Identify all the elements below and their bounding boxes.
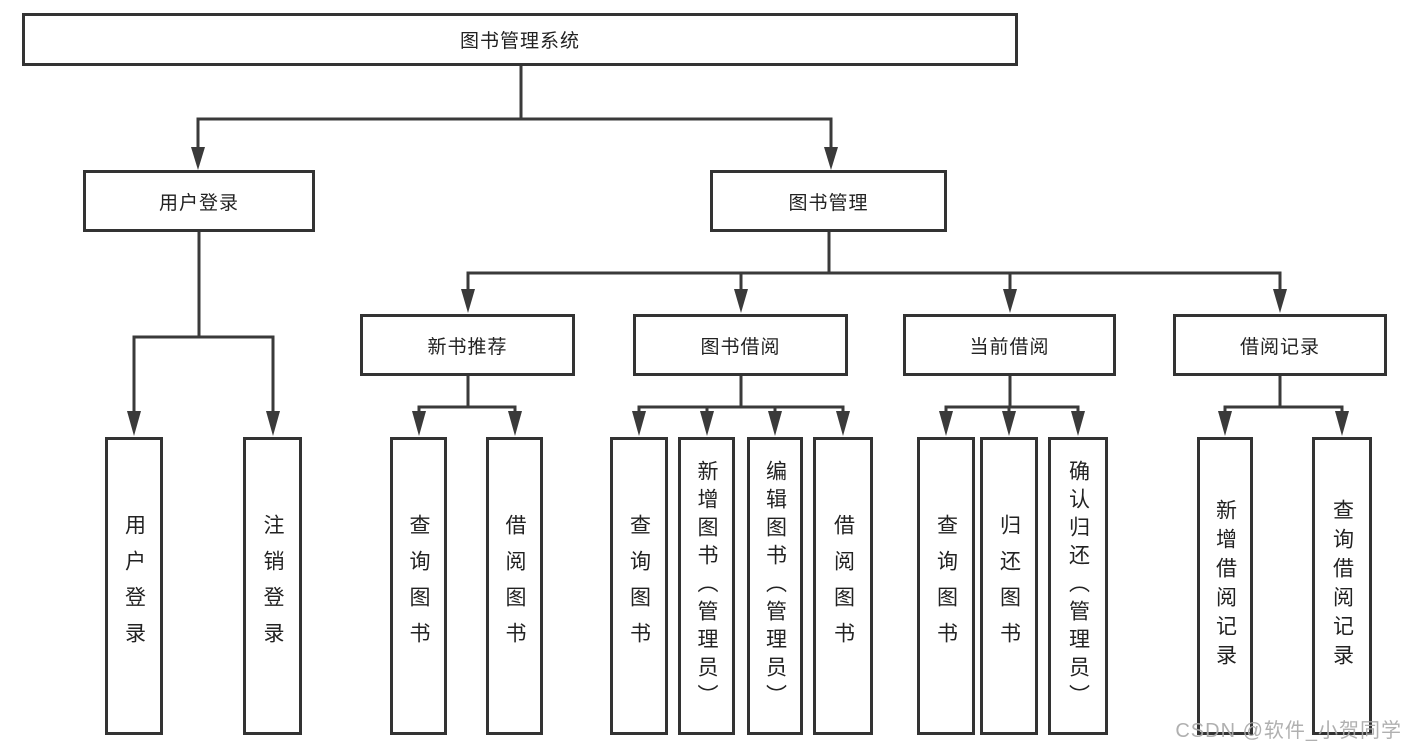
node-leaf-query-books-3-label: 查询图书 xyxy=(934,514,958,658)
node-leaf-borrow-books-1-label: 借阅图书 xyxy=(503,514,526,658)
node-leaf-user-login: 用户登录 xyxy=(105,437,163,735)
node-current-borrow-label: 当前借阅 xyxy=(969,336,1050,358)
node-leaf-logout-label: 注销登录 xyxy=(261,514,284,658)
node-leaf-edit-books-admin: 编辑图书（管理员） xyxy=(747,437,803,735)
node-leaf-borrow-books-2: 借阅图书 xyxy=(813,437,873,735)
node-leaf-add-borrow-record-label: 新增借阅记录 xyxy=(1213,499,1237,673)
node-root: 图书管理系统 xyxy=(22,13,1018,66)
node-leaf-borrow-books-2-label: 借阅图书 xyxy=(831,514,855,658)
node-root-label: 图书管理系统 xyxy=(459,31,580,52)
node-new-book-recommend: 新书推荐 xyxy=(360,314,575,376)
node-leaf-return-books-label: 归还图书 xyxy=(997,514,1021,658)
node-leaf-borrow-books-1: 借阅图书 xyxy=(486,437,543,735)
connector-newrec-to-leaves xyxy=(417,376,517,412)
node-leaf-add-borrow-record: 新增借阅记录 xyxy=(1197,437,1253,735)
node-user-login-label: 用户登录 xyxy=(158,192,239,214)
node-leaf-user-login-label: 用户登录 xyxy=(122,514,146,658)
node-book-borrow-label: 图书借阅 xyxy=(700,336,781,358)
connector-bookmgmt-to-level3 xyxy=(466,232,1282,291)
node-book-management: 图书管理 xyxy=(710,170,947,232)
node-leaf-query-books-2: 查询图书 xyxy=(610,437,668,735)
node-user-login: 用户登录 xyxy=(83,170,315,232)
node-leaf-add-books-admin: 新增图书（管理员） xyxy=(678,437,735,735)
node-leaf-return-books: 归还图书 xyxy=(980,437,1038,735)
node-leaf-query-borrow-record: 查询借阅记录 xyxy=(1312,437,1372,735)
connector-userlogin-to-leaves xyxy=(132,232,275,412)
node-leaf-edit-books-admin-label: 编辑图书（管理员） xyxy=(763,460,787,712)
connector-current-to-leaves xyxy=(944,376,1080,412)
node-leaf-confirm-return-admin: 确认归还（管理员） xyxy=(1048,437,1108,735)
node-leaf-query-books-1-label: 查询图书 xyxy=(407,514,430,658)
node-leaf-add-books-admin-label: 新增图书（管理员） xyxy=(695,460,718,712)
node-leaf-query-books-3: 查询图书 xyxy=(917,437,975,735)
node-leaf-query-books-1: 查询图书 xyxy=(390,437,447,735)
node-leaf-logout: 注销登录 xyxy=(243,437,302,735)
node-current-borrow: 当前借阅 xyxy=(903,314,1116,376)
node-leaf-query-borrow-record-label: 查询借阅记录 xyxy=(1330,499,1354,673)
node-leaf-query-books-2-label: 查询图书 xyxy=(627,514,651,658)
node-borrow-records: 借阅记录 xyxy=(1173,314,1387,376)
node-leaf-confirm-return-admin-label: 确认归还（管理员） xyxy=(1066,460,1090,712)
node-new-book-recommend-label: 新书推荐 xyxy=(427,336,508,358)
node-book-borrow: 图书借阅 xyxy=(633,314,848,376)
connector-borrow-to-leaves xyxy=(637,376,845,412)
node-borrow-records-label: 借阅记录 xyxy=(1239,336,1320,358)
node-book-management-label: 图书管理 xyxy=(788,192,869,214)
connector-records-to-leaves xyxy=(1223,376,1344,412)
connector-root-to-level2 xyxy=(196,66,833,150)
